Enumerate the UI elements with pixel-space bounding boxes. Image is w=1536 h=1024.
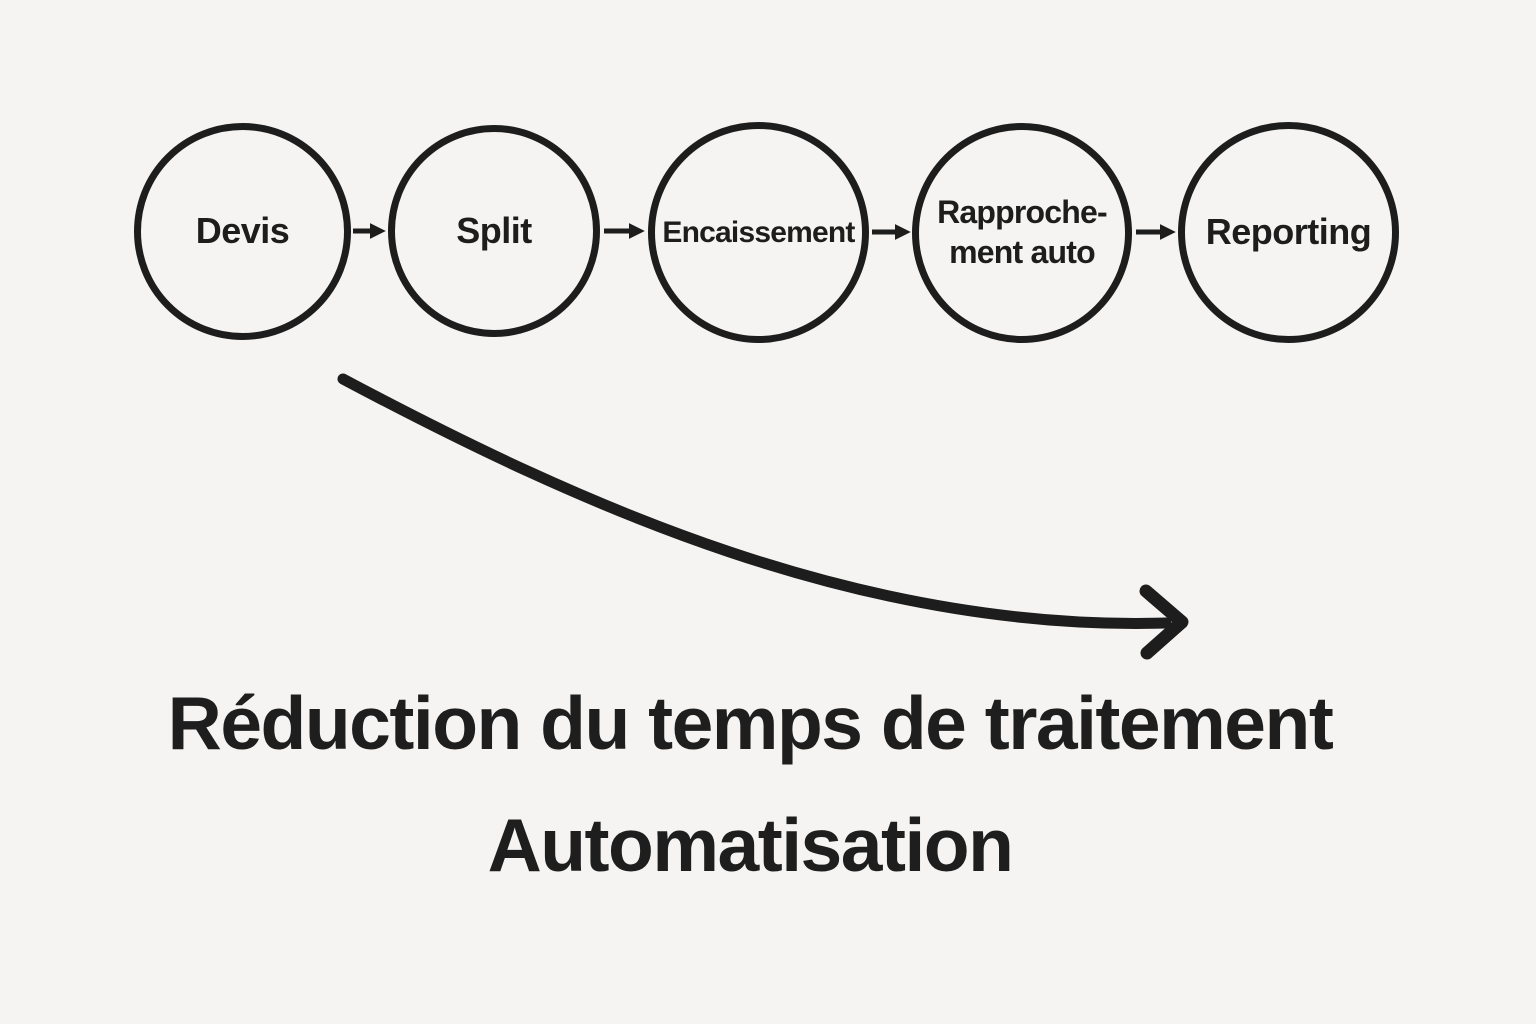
trend-arrowhead: [1139, 584, 1189, 660]
caption-line-2: Automatisation: [487, 803, 1014, 887]
step-node-devis: Devis: [134, 123, 351, 340]
step-node-reporting: Reporting: [1178, 122, 1399, 343]
step-label: Split: [456, 209, 532, 251]
step-label: Encaissement: [662, 215, 855, 249]
step-node-encaissement: Encaissement: [648, 122, 869, 343]
step-node-rapprochement-auto: Rapproche- ment auto: [912, 123, 1132, 343]
step-label: Reporting: [1205, 211, 1372, 253]
step-node-split: Split: [388, 125, 600, 337]
trend-curved-arrow-down-right-icon: [337, 373, 1172, 629]
caption-line-1: Réduction du temps de traitement: [167, 681, 1334, 765]
step-label: Devis: [195, 210, 290, 252]
step-label: Rapproche- ment auto: [937, 194, 1108, 270]
